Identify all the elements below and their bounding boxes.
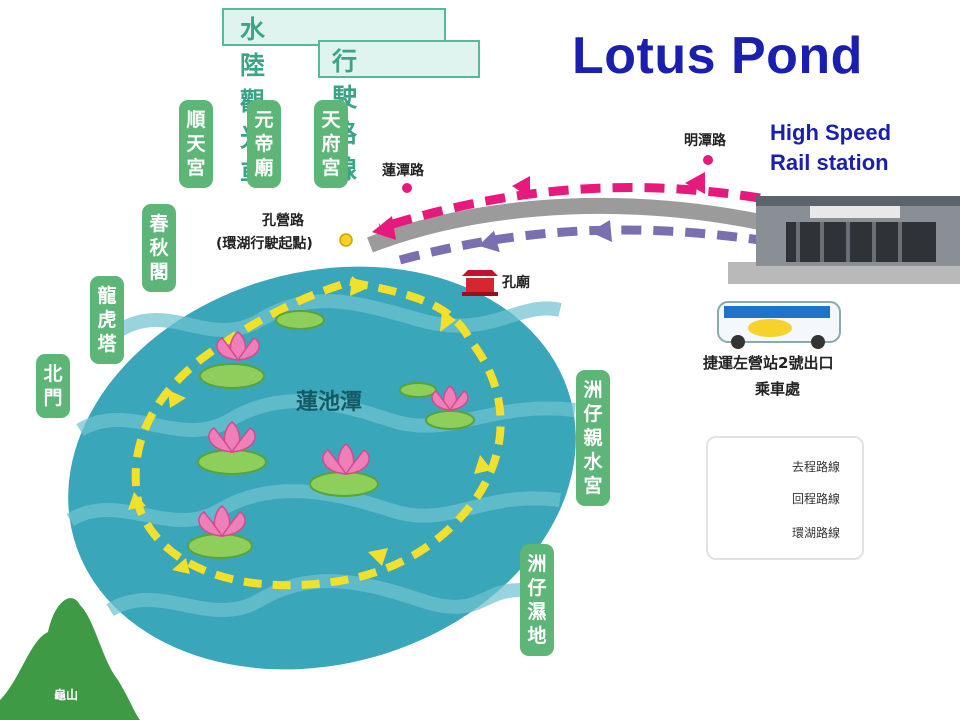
tag-char: 宮: [583, 475, 603, 497]
lake-loop-route: [131, 277, 505, 590]
tag-char: 元: [254, 109, 274, 131]
mountain-label: 龜山: [54, 688, 79, 702]
lily-pads: [187, 310, 475, 559]
rail-station-label: High Speed Rail station: [770, 118, 891, 178]
lian-tan-road-pin: [402, 183, 412, 193]
rail-station-line-1: High Speed: [770, 120, 892, 145]
tag-char: 洲: [527, 553, 547, 575]
tag-char: 順: [186, 109, 206, 131]
tag-char: 塔: [97, 333, 117, 355]
lotus-flowers: [198, 331, 469, 537]
rail-station-building: [728, 196, 960, 284]
legend-loop-label: 環湖路線: [792, 526, 841, 540]
pond-label: 蓮池潭: [296, 390, 363, 415]
tour-bus: [717, 301, 841, 349]
lian-tan-road-label: 蓮潭路: [382, 163, 424, 179]
tag-char: 廟: [254, 157, 274, 179]
tag-char: 虎: [97, 309, 117, 331]
tag-char: 地: [527, 625, 547, 647]
outbound-route: [378, 183, 761, 233]
start-point-label: (環湖行駛起點): [216, 236, 313, 252]
tag-char: 濕: [527, 601, 547, 623]
tag-char: 天: [321, 109, 341, 131]
page-title: Lotus Pond: [572, 27, 863, 85]
tag-zhouzai-wetland: 洲 仔 濕 地: [520, 544, 554, 656]
tag-spring-autumn-pavilion: 春 秋 閣: [142, 204, 176, 292]
tag-char: 閣: [149, 261, 169, 283]
temple-icon: [462, 270, 498, 296]
boarding-label: 乘車處: [755, 380, 801, 398]
tag-char: 仔: [527, 577, 547, 599]
tag-char: 春: [149, 213, 169, 235]
tag-dragon-tiger-pagoda: 龍 虎 塔: [90, 276, 124, 364]
tag-char: 仔: [583, 403, 603, 425]
tag-char: 親: [583, 427, 603, 449]
tag-char: 宮: [321, 157, 341, 179]
tag-char: 宮: [186, 157, 206, 179]
tag-shun-tian-temple: 順 天 宮: [179, 100, 213, 188]
turtle-mountain: [0, 598, 140, 720]
mrt-exit-label: 捷運左營站2號出口: [703, 354, 834, 372]
banner-box-2: [318, 40, 480, 78]
return-arrow: [590, 220, 612, 242]
banner-box-1: [222, 8, 446, 46]
start-point-pin: [339, 233, 353, 247]
tag-char: 天: [186, 133, 206, 155]
rail-station-line-2: Rail station: [770, 150, 889, 175]
tag-yuan-di-temple: 元 帝 廟: [247, 100, 281, 188]
tag-char: 龍: [97, 285, 117, 307]
return-route: [398, 225, 761, 265]
tag-char: 洲: [583, 379, 603, 401]
ming-tan-road-pin: [703, 155, 713, 165]
route-legend: 去程路線 回程路線 環湖路線: [706, 436, 864, 560]
outbound-arrow: [372, 216, 396, 240]
legend-outbound-label: 去程路線: [792, 460, 841, 474]
tag-char: 北: [43, 363, 63, 385]
tag-char: 秋: [149, 237, 169, 259]
tag-tian-fu-temple: 天 府 宮: [314, 100, 348, 188]
confucius-temple-label: 孔廟: [502, 275, 530, 291]
tag-north-gate: 北 門: [36, 354, 70, 418]
tag-char: 帝: [254, 133, 274, 155]
tag-zhouzai-water-palace: 洲 仔 親 水 宮: [576, 370, 610, 506]
kong-ying-road-label: 孔營路: [262, 213, 304, 229]
tag-char: 門: [43, 387, 63, 409]
legend-return-label: 回程路線: [792, 492, 841, 506]
ming-tan-road-label: 明潭路: [684, 133, 726, 149]
road: [367, 197, 762, 253]
tag-char: 水: [583, 451, 603, 473]
tag-char: 府: [321, 133, 341, 155]
